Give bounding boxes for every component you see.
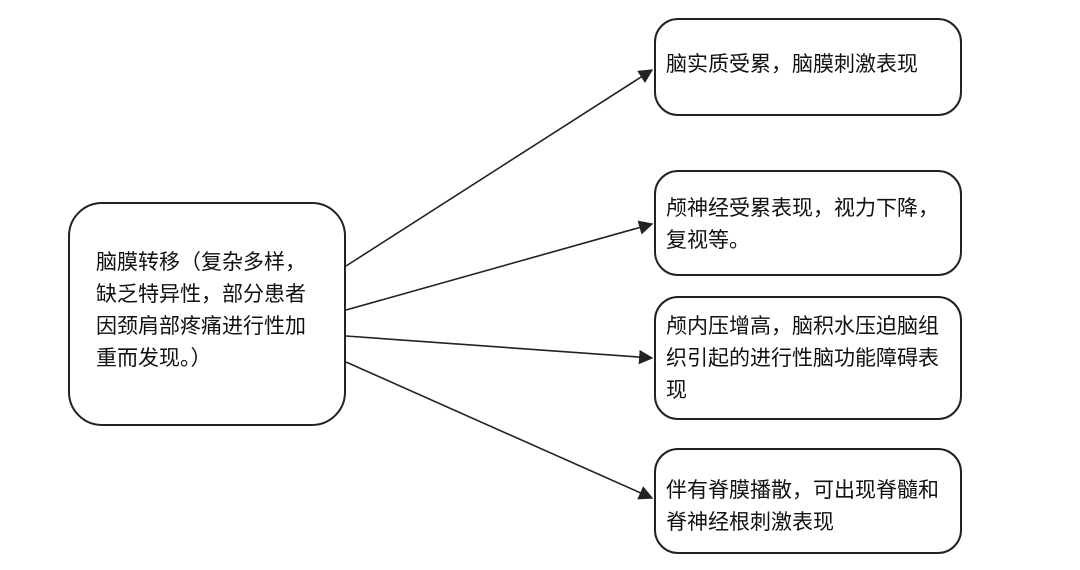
target-node-1: 脑实质受累，脑膜刺激表现 bbox=[654, 18, 962, 116]
source-node: 脑膜转移（复杂多样，缺乏特异性，部分患者因颈肩部疼痛进行性加重而发现。） bbox=[68, 202, 346, 426]
target-node-2-text: 颅神经受累表现，视力下降，复视等。 bbox=[666, 196, 939, 252]
source-node-text: 脑膜转移（复杂多样，缺乏特异性，部分患者因颈肩部疼痛进行性加重而发现。） bbox=[96, 250, 306, 370]
target-node-4: 伴有脊膜播散，可出现脊髓和脊神经根刺激表现 bbox=[654, 448, 962, 554]
target-node-2: 颅神经受累表现，视力下降，复视等。 bbox=[654, 170, 962, 276]
arrow-to-target-1 bbox=[345, 69, 654, 267]
target-node-3: 颅内压增高，脑积水压迫脑组织引起的进行性脑功能障碍表现 bbox=[654, 296, 962, 420]
arrow-to-target-3 bbox=[345, 335, 654, 365]
target-node-1-text: 脑实质受累，脑膜刺激表现 bbox=[666, 52, 918, 76]
target-node-4-text: 伴有脊膜播散，可出现脊髓和脊神经根刺激表现 bbox=[666, 478, 939, 534]
arrow-to-target-4 bbox=[345, 361, 654, 500]
target-node-3-text: 颅内压增高，脑积水压迫脑组织引起的进行性脑功能障碍表现 bbox=[666, 314, 939, 402]
arrow-to-target-2 bbox=[345, 220, 654, 311]
